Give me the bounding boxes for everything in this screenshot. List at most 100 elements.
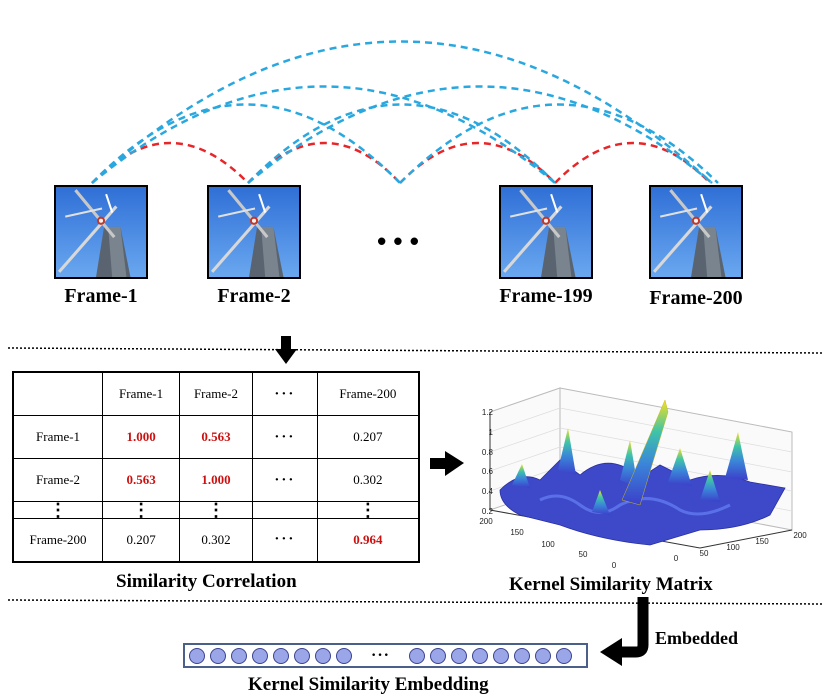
embedding-node	[493, 647, 510, 664]
table-header-row: Frame-1 Frame-2 ··· Frame-200	[12, 371, 420, 417]
embedding-node	[231, 647, 247, 664]
frame-2-thumbnail	[207, 185, 301, 279]
embedding-node	[273, 647, 289, 664]
table-cell: ···	[251, 517, 318, 563]
table-cell: 1.000	[102, 415, 181, 460]
surface-peak	[700, 470, 720, 502]
down-arrow-icon	[275, 336, 297, 364]
embedding-ellipsis: ···	[371, 646, 391, 664]
table-row: Frame-200 0.207 0.302 ··· 0.964	[12, 517, 420, 563]
blue-arc	[247, 85, 713, 184]
surface-peak	[725, 432, 748, 480]
frame-1-thumbnail	[54, 185, 148, 279]
red-arc	[554, 141, 711, 184]
blue-arc	[91, 40, 713, 184]
embedding-node	[189, 647, 205, 664]
embedding-nodes-right	[409, 647, 573, 664]
row-label: Frame-200	[12, 517, 104, 563]
table-cell	[251, 501, 318, 519]
x-tick: 100	[541, 540, 555, 549]
frame-arcs	[91, 40, 719, 184]
right-arrow-icon	[430, 451, 464, 476]
embedding-vector: ···	[183, 643, 588, 668]
embedding-node	[294, 647, 310, 664]
embedded-arrow-icon	[600, 597, 649, 666]
embedding-node	[430, 647, 447, 664]
frame-label: Frame-1	[64, 285, 137, 307]
z-tick: 0.4	[482, 487, 494, 496]
z-tick: 1	[489, 428, 494, 437]
x-tick: 150	[510, 528, 524, 537]
table-cell: 0.964	[316, 517, 420, 563]
table-cell: ⋮	[179, 501, 253, 519]
surface-base	[499, 459, 786, 546]
table-cell: ⋮	[102, 501, 181, 519]
table-cell: ···	[251, 458, 318, 503]
y-tick: 200	[793, 531, 807, 540]
table-header-cell: Frame-1	[102, 371, 181, 417]
blue-arc	[247, 103, 556, 184]
kernel-matrix-caption: Kernel Similarity Matrix	[509, 574, 713, 595]
table-cell: 0.302	[179, 517, 253, 563]
z-tick: 0.6	[482, 467, 494, 476]
surface-peak	[558, 428, 576, 475]
row-label: Frame-2	[12, 458, 104, 503]
surface-peak	[592, 490, 610, 515]
table-header-cell: ···	[251, 371, 318, 417]
frame-label: Frame-2	[217, 285, 290, 307]
table-cell: 0.302	[316, 458, 420, 503]
embedding-node	[451, 647, 468, 664]
z-tick: 0.8	[482, 448, 494, 457]
section-divider	[7, 347, 823, 354]
surface-peak	[668, 448, 692, 486]
table-cell: 0.563	[102, 458, 181, 503]
embedded-label: Embedded	[655, 628, 739, 648]
table-row: Frame-2 0.563 1.000 ··· 0.302	[12, 458, 420, 503]
embedding-node	[252, 647, 268, 664]
table-header-cell: Frame-2	[179, 371, 253, 417]
table-row: ⋮ ⋮ ⋮ ⋮	[12, 501, 420, 519]
y-tick: 50	[700, 549, 709, 558]
table-cell: ⋮	[12, 501, 104, 519]
embedding-node	[315, 647, 331, 664]
embedding-node	[472, 647, 489, 664]
table-cell: 0.207	[102, 517, 181, 563]
table-cell: 0.563	[179, 415, 253, 460]
kernel-surface-plot: 1.2 1 0.8 0.6 0.4 0.2 200 150 100 50 0 0…	[479, 387, 807, 570]
table-cell: 1.000	[179, 458, 253, 503]
similarity-table: Frame-1 Frame-2 ··· Frame-200 Frame-1 1.…	[12, 371, 420, 563]
row-label: Frame-1	[12, 415, 104, 460]
surface-peak	[512, 464, 530, 488]
x-tick: 50	[579, 550, 588, 559]
table-row: Frame-1 1.000 0.563 ··· 0.207	[12, 415, 420, 460]
kernel-embedding-caption: Kernel Similarity Embedding	[248, 674, 489, 695]
frames-ellipsis: • • •	[377, 226, 419, 256]
embedding-node	[409, 647, 426, 664]
frame-label: Frame-200	[649, 287, 742, 309]
embedding-node	[556, 647, 573, 664]
table-cell: ⋮	[316, 501, 420, 519]
y-tick: 0	[674, 554, 679, 563]
blue-arc	[91, 85, 556, 184]
embedding-node	[514, 647, 531, 664]
frame-200-thumbnail	[649, 185, 743, 279]
embedding-nodes-left	[189, 647, 352, 664]
z-tick: 0.2	[482, 507, 494, 516]
x-tick: 200	[479, 517, 493, 526]
table-cell: 0.207	[316, 415, 420, 460]
table-header-cell: Frame-200	[316, 371, 420, 417]
table-cell	[12, 371, 104, 417]
z-tick: 1.2	[482, 408, 494, 417]
embedding-node	[535, 647, 552, 664]
embedding-node	[336, 647, 352, 664]
table-cell: ···	[251, 415, 318, 460]
section-divider	[7, 599, 823, 605]
y-tick: 150	[755, 537, 769, 546]
similarity-correlation-caption: Similarity Correlation	[116, 571, 297, 592]
y-tick: 100	[726, 543, 740, 552]
frame-label: Frame-199	[499, 285, 592, 307]
blue-arc	[399, 103, 719, 184]
frame-199-thumbnail	[499, 185, 593, 279]
embedding-node	[210, 647, 226, 664]
